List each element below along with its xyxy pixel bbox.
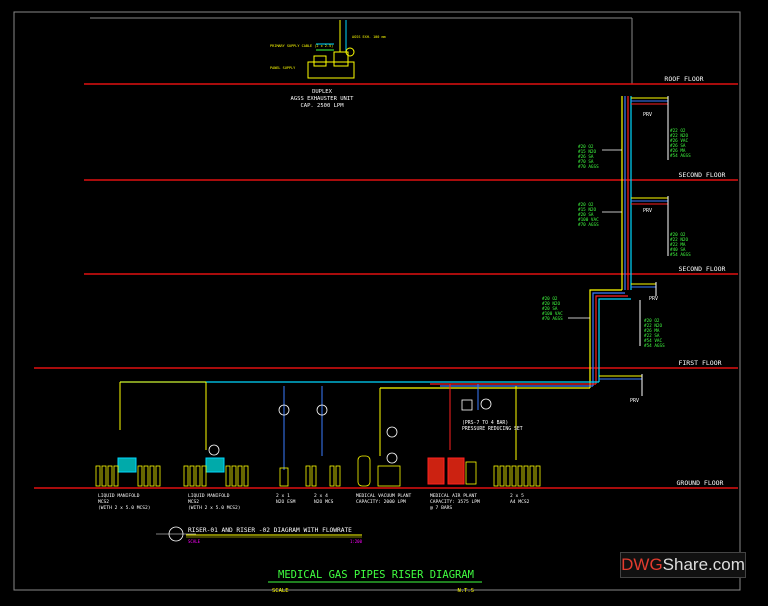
prs-label-1: (PRS-7 TO 4 BAR) (462, 420, 508, 426)
svg-text:#22 N2O: #22 N2O (644, 323, 663, 329)
outlet-group-roof: #22 O2 #22 N2O #26 VAC #26 SA #26 MA #54… (670, 128, 691, 159)
svg-text:#100 VAC: #100 VAC (578, 217, 599, 223)
outlet-group-roof-left: #20 O2 #15 N2O #26 SA #70 SA #70 AGSS (578, 144, 599, 170)
ground-equipment (95, 381, 541, 487)
equip-4-line1: 2 x 4 (314, 493, 328, 499)
second-floor-label-b: SECOND FLOOR (679, 265, 726, 273)
svg-text:#70 AGSS: #70 AGSS (578, 164, 599, 170)
prv-label-second-a: PRV (643, 208, 652, 214)
equip-1-line2: MCS2 (98, 499, 109, 505)
main-title: MEDICAL GAS PIPES RISER DIAGRAM (278, 569, 474, 581)
svg-text:#20 N2O: #20 N2O (542, 301, 561, 307)
ground-floor-label: GROUND FLOOR (677, 479, 724, 487)
main-riser-bundle (120, 96, 632, 389)
svg-text:AGSS EXH. 100 mm: AGSS EXH. 100 mm (352, 35, 386, 39)
equip-5-line1: MEDICAL VACUUM PLANT (356, 493, 412, 499)
svg-text:#15 N2O: #15 N2O (578, 149, 597, 155)
equip-6-line3: @ 7 BARS (430, 505, 452, 511)
equip-5-line2: CAPACITY: 2000 LPM (356, 499, 406, 505)
prv-label-first: PRV (630, 398, 639, 404)
exhauster-label-3: CAP. 2500 LPM (300, 103, 344, 109)
svg-text:#22 MA: #22 MA (670, 242, 686, 248)
main-scale-label: SCALE (272, 588, 289, 594)
riser-scale-label: SCALE (188, 539, 201, 544)
svg-text:#54 AGSS: #54 AGSS (670, 153, 691, 159)
floor-branches (568, 96, 669, 396)
equip-4-line2: N2O MCS (314, 499, 334, 505)
agss-exhauster-unit: PRIMARY SUPPLY CABLE (2 x 2.5) PANEL SUP… (270, 20, 386, 79)
svg-text:#26 SA: #26 SA (578, 154, 594, 160)
outlet-group-second-a: #20 O2 #22 N2O #22 MA #40 SA #54 AGSS (670, 232, 691, 258)
drawing-frame (13, 11, 741, 591)
main-scale-value: N.T.S (457, 588, 474, 594)
equip-6-line2: CAPACITY: 3575 LPM (430, 499, 480, 505)
svg-text:#70 AGSS: #70 AGSS (578, 222, 599, 228)
svg-text:#22 N2O: #22 N2O (670, 237, 689, 243)
exhauster-label-2: AGSS EXHAUSTER UNIT (291, 96, 355, 102)
equip-7-line2: A4 MCS2 (510, 499, 530, 505)
exhauster-label-1: DUPLEX (312, 89, 333, 95)
svg-text:#22 SA: #22 SA (644, 333, 660, 339)
watermark-badge: DWGShare.com (620, 552, 746, 578)
svg-text:#22 O2: #22 O2 (670, 128, 686, 134)
riser-title: RISER-01 AND RISER -02 DIAGRAM WITH FLOW… (188, 527, 352, 534)
svg-text:#70 SA: #70 SA (578, 159, 594, 165)
prs-label-2: PRESSURE REDUCING SET (462, 426, 523, 432)
equip-3-line1: 2 x 1 (276, 493, 290, 499)
svg-text:#20 O2: #20 O2 (578, 144, 594, 150)
svg-text:#70 AGSS: #70 AGSS (542, 316, 563, 322)
svg-text:#54 AGSS: #54 AGSS (670, 252, 691, 258)
prv-label-second-b: PRV (649, 296, 658, 302)
outlet-group-second-b: #20 O2 #22 N2O #26 MA #22 SA #54 VAC #54… (644, 318, 665, 349)
svg-text:#20 O2: #20 O2 (670, 232, 686, 238)
equip-2-line1: LIQUID MANIFOLD (188, 493, 230, 499)
svg-text:#20 O2: #20 O2 (578, 202, 594, 208)
svg-text:PRIMARY SUPPLY CABLE (2 x 2.5): PRIMARY SUPPLY CABLE (2 x 2.5) (270, 44, 333, 48)
outlet-group-second-b-left: #20 O2 #20 N2O #20 SA #100 VAC #70 AGSS (542, 296, 563, 322)
equip-2-line2: MCS2 (188, 499, 199, 505)
svg-text:PANEL SUPPLY: PANEL SUPPLY (270, 66, 296, 70)
svg-text:#54 VAC: #54 VAC (644, 338, 663, 344)
riser-scale-value: 1:200 (350, 539, 363, 544)
svg-text:#40 SA: #40 SA (670, 247, 686, 253)
watermark-prefix: DWG (621, 555, 663, 574)
first-floor-label: FIRST FLOOR (678, 359, 721, 367)
svg-text:#15 N2O: #15 N2O (578, 207, 597, 213)
svg-text:#20 SA: #20 SA (578, 212, 594, 218)
second-floor-label-a: SECOND FLOOR (679, 171, 726, 179)
watermark-suffix: Share.com (662, 555, 745, 574)
riser-title-block (156, 526, 362, 542)
equip-1-line3: (WITH 2 x 5.0 MCS2) (98, 505, 151, 511)
svg-text:#20 O2: #20 O2 (644, 318, 660, 324)
svg-text:#54 AGSS: #54 AGSS (644, 343, 665, 349)
svg-text:#20 SA: #20 SA (542, 306, 558, 312)
svg-text:#26 VAC: #26 VAC (670, 138, 689, 144)
svg-text:#100 VAC: #100 VAC (542, 311, 563, 317)
equip-1-line1: LIQUID MANIFOLD (98, 493, 140, 499)
equip-6-line1: MEDICAL AIR PLANT (430, 493, 477, 499)
svg-text:#22 N2O: #22 N2O (670, 133, 689, 139)
svg-text:#26 MA: #26 MA (644, 328, 660, 334)
svg-text:#26 SA: #26 SA (670, 143, 686, 149)
outlet-group-second-a-left: #20 O2 #15 N2O #20 SA #100 VAC #70 AGSS (578, 202, 599, 228)
roof-floor-label: ROOF FLOOR (664, 75, 703, 83)
equip-2-line3: (WITH 2 x 5.0 MCS2) (188, 505, 241, 511)
equip-7-line1: 2 x 5 (510, 493, 524, 499)
svg-text:#20 O2: #20 O2 (542, 296, 558, 302)
svg-text:#26 MA: #26 MA (670, 148, 686, 154)
equip-3-line2: N2O ESM (276, 499, 296, 505)
prv-label-roof: PRV (643, 112, 652, 118)
